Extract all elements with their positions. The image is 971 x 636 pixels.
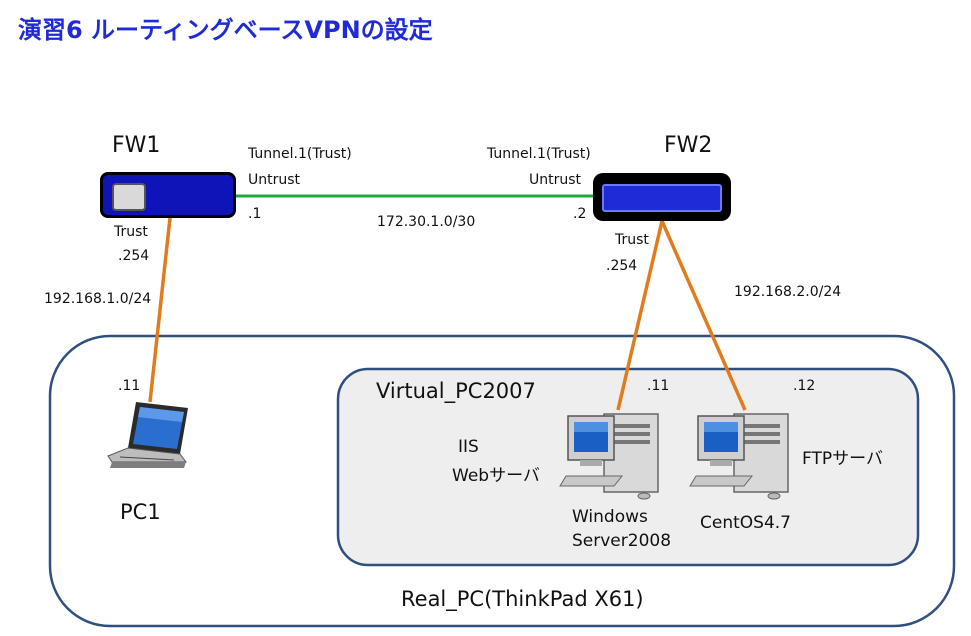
fw2-label: FW2 xyxy=(664,133,713,158)
windows-server-ip: .11 xyxy=(647,378,670,394)
windows-server-role-line1: IIS xyxy=(458,437,479,457)
windows-server-role-line2: Webサーバ xyxy=(452,466,540,486)
tunnel-subnet: 172.30.1.0/30 xyxy=(377,214,476,230)
fw1-label: FW1 xyxy=(112,133,161,158)
tunnel-left-zone: Untrust xyxy=(248,172,301,188)
page-title: 演習6 ルーティングベースVPNの設定 xyxy=(18,16,433,44)
fw2-panel-icon xyxy=(602,184,722,212)
lan1-subnet: 192.168.1.0/24 xyxy=(44,291,152,307)
centos-computer-icon xyxy=(689,413,789,500)
windows-server-computer-icon xyxy=(559,413,659,500)
fw2-device xyxy=(593,173,731,221)
fw1-port-icon xyxy=(112,183,146,211)
centos-role: FTPサーバ xyxy=(802,449,883,469)
pc1-label: PC1 xyxy=(120,500,161,524)
fw1-ip: .254 xyxy=(118,248,150,264)
fw2-windows-link xyxy=(616,220,664,411)
virtual-pc-label: Virtual_PC2007 xyxy=(376,379,536,403)
tunnel-right-zone: Untrust xyxy=(529,172,582,188)
tunnel-right-ip: .2 xyxy=(573,206,587,222)
lan2-subnet: 192.168.2.0/24 xyxy=(734,284,842,300)
tunnel-right-iface: Tunnel.1(Trust) xyxy=(487,146,591,162)
tunnel-left-iface: Tunnel.1(Trust) xyxy=(248,146,352,162)
fw2-zone: Trust xyxy=(615,232,649,248)
tunnel-left-ip: .1 xyxy=(248,206,262,222)
windows-server-name-line1: Windows xyxy=(572,507,648,527)
centos-name: CentOS4.7 xyxy=(700,513,791,533)
laptop-icon xyxy=(107,402,188,468)
fw1-device xyxy=(100,172,236,218)
centos-ip: .12 xyxy=(793,378,816,394)
windows-server-name-line2: Server2008 xyxy=(572,531,672,551)
pc1-ip: .11 xyxy=(118,378,141,394)
fw1-zone: Trust xyxy=(114,224,148,240)
real-pc-label: Real_PC(ThinkPad X61) xyxy=(401,587,644,611)
fw1-pc1-link xyxy=(148,217,172,403)
fw2-centos-link xyxy=(660,220,747,411)
fw2-ip: .254 xyxy=(606,258,638,274)
